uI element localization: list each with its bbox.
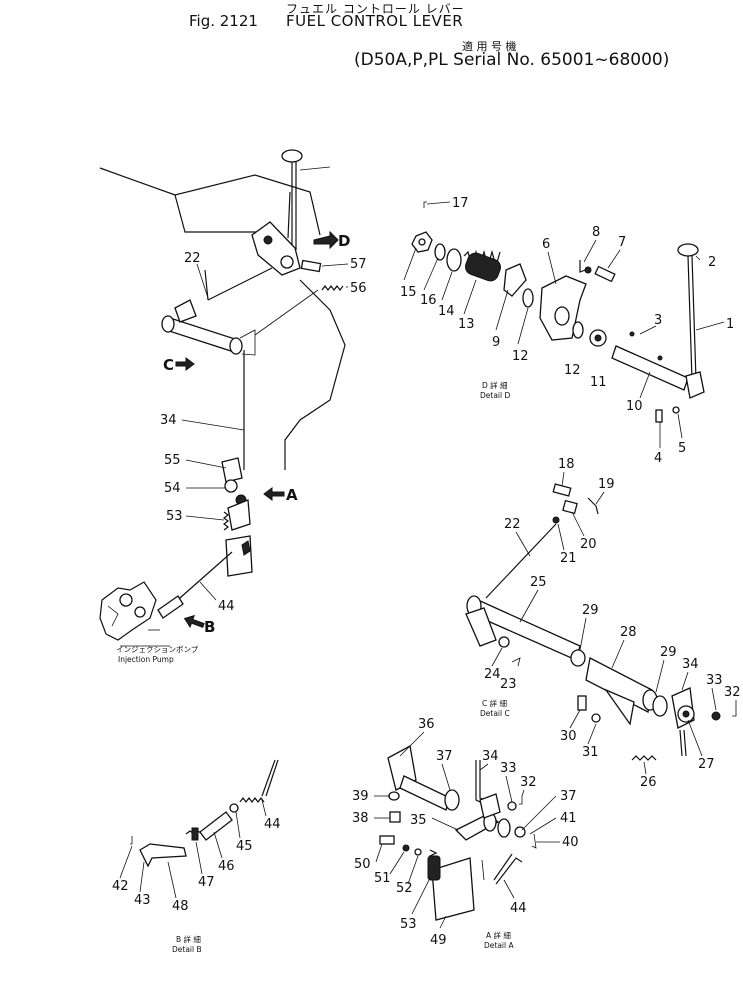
detail-a: 36 37 34 33 32 37 41 40 39 38 35 50 51 5…	[352, 717, 579, 950]
callout-n33a: 33	[706, 673, 723, 688]
callout-n52: 52	[396, 881, 413, 896]
callout-n30: 30	[560, 729, 577, 744]
callout-n34a: 34	[160, 413, 177, 428]
callout-n29b: 29	[660, 645, 677, 660]
callout-n28: 28	[620, 625, 637, 640]
callout-n34b: 34	[682, 657, 699, 672]
callout-n36: 36	[418, 717, 435, 732]
callout-n53b: 53	[400, 917, 417, 932]
callout-n44a: 44	[218, 599, 235, 614]
label-b: B	[204, 618, 215, 636]
label-detail-a-jp: A 詳 細	[486, 930, 511, 940]
label-detail-a: Detail A	[484, 941, 514, 950]
callout-n10: 10	[626, 399, 643, 414]
label-detail-d-jp: D 詳 細	[482, 380, 508, 390]
callout-n35: 35	[410, 813, 427, 828]
callout-n1: 1	[726, 317, 734, 332]
callout-n15: 15	[400, 285, 417, 300]
marker-a: A	[263, 486, 298, 504]
callout-n37b: 37	[560, 789, 577, 804]
callout-n55: 55	[164, 453, 181, 468]
detail-b: 44 45 46 47 48 42 43 B 詳 細 Detail B	[112, 759, 281, 954]
callout-n27: 27	[698, 757, 715, 772]
marker-c: C	[163, 356, 195, 374]
callout-n47: 47	[198, 875, 215, 890]
callout-n19: 19	[598, 477, 615, 492]
callout-n3: 3	[654, 313, 662, 328]
callout-n42: 42	[112, 879, 129, 894]
callout-n12b: 12	[564, 363, 581, 378]
callout-n32a: 32	[724, 685, 741, 700]
callout-n57: 57	[350, 257, 367, 272]
callout-n41: 41	[560, 811, 577, 826]
callout-n44c: 44	[264, 817, 281, 832]
detail-c: 18 19 20 21 22 25 29 28 29 34 33 32 24 2…	[465, 457, 741, 790]
callout-n5: 5	[678, 441, 686, 456]
callout-n54: 54	[164, 481, 181, 496]
callout-n34c: 34	[482, 749, 499, 764]
callout-n4: 4	[654, 451, 662, 466]
callout-n18: 18	[558, 457, 575, 472]
callout-n46: 46	[218, 859, 235, 874]
callout-n32b: 32	[520, 775, 537, 790]
callout-n40: 40	[562, 835, 579, 850]
label-d: D	[338, 232, 350, 250]
label-detail-c-jp: C 詳 細	[482, 698, 507, 708]
label-detail-c: Detail C	[480, 709, 510, 718]
callout-n56: 56	[350, 281, 367, 296]
callout-n8: 8	[592, 225, 600, 240]
label-a: A	[286, 486, 298, 504]
callout-n29a: 29	[582, 603, 599, 618]
callout-n25: 25	[530, 575, 547, 590]
callout-n31: 31	[582, 745, 599, 760]
callout-n49: 49	[430, 933, 447, 948]
callout-n44b: 44	[510, 901, 527, 916]
callout-n37a: 37	[436, 749, 453, 764]
serial-range: (D50A,P,PL Serial No. 65001~68000)	[354, 50, 670, 70]
callout-n38: 38	[352, 811, 369, 826]
title-japanese: フュエル コントロール レバー	[286, 2, 465, 16]
callout-n39: 39	[352, 789, 369, 804]
callout-n43: 43	[134, 893, 151, 908]
callout-n14: 14	[438, 304, 455, 319]
main-assembly	[99, 149, 346, 647]
main-callouts: 22 34 55 54 53 44 57 56 インジェクションポンプ Inje…	[116, 251, 367, 664]
detail-d: 17	[400, 196, 734, 466]
callout-n33b: 33	[500, 761, 517, 776]
label-injection: Injection Pump	[118, 655, 174, 664]
callout-n11: 11	[590, 375, 607, 390]
callout-n9: 9	[492, 335, 500, 350]
label-c: C	[163, 356, 174, 374]
label-detail-b-jp: B 詳 細	[176, 934, 201, 944]
callout-n16: 16	[420, 293, 437, 308]
callout-n12a: 12	[512, 349, 529, 364]
callout-n17: 17	[452, 196, 469, 211]
callout-n26: 26	[640, 775, 657, 790]
figure-number: Fig. 2121	[189, 12, 258, 30]
applicable-serial-japanese: 適 用 号 機	[462, 40, 517, 53]
marker-b: B	[183, 614, 215, 636]
callout-n53a: 53	[166, 509, 183, 524]
figure-title: FUEL CONTROL LEVER	[286, 12, 464, 30]
callout-n20: 20	[580, 537, 597, 552]
callout-n48: 48	[172, 899, 189, 914]
callout-n13: 13	[458, 317, 475, 332]
marker-d: D	[313, 230, 350, 250]
callout-n7: 7	[618, 235, 626, 250]
callout-n23: 23	[500, 677, 517, 692]
label-injection-jp: インジェクションポンプ	[116, 645, 199, 654]
callout-n2: 2	[708, 255, 716, 270]
callout-n6: 6	[542, 237, 550, 252]
callout-n22a: 22	[184, 251, 201, 266]
callout-n50: 50	[354, 857, 371, 872]
callout-n24: 24	[484, 667, 501, 682]
callout-n45: 45	[236, 839, 253, 854]
callout-n21: 21	[560, 551, 577, 566]
label-detail-d: Detail D	[480, 391, 510, 400]
callout-n51: 51	[374, 871, 391, 886]
callout-n22b: 22	[504, 517, 521, 532]
label-detail-b: Detail B	[172, 945, 202, 954]
